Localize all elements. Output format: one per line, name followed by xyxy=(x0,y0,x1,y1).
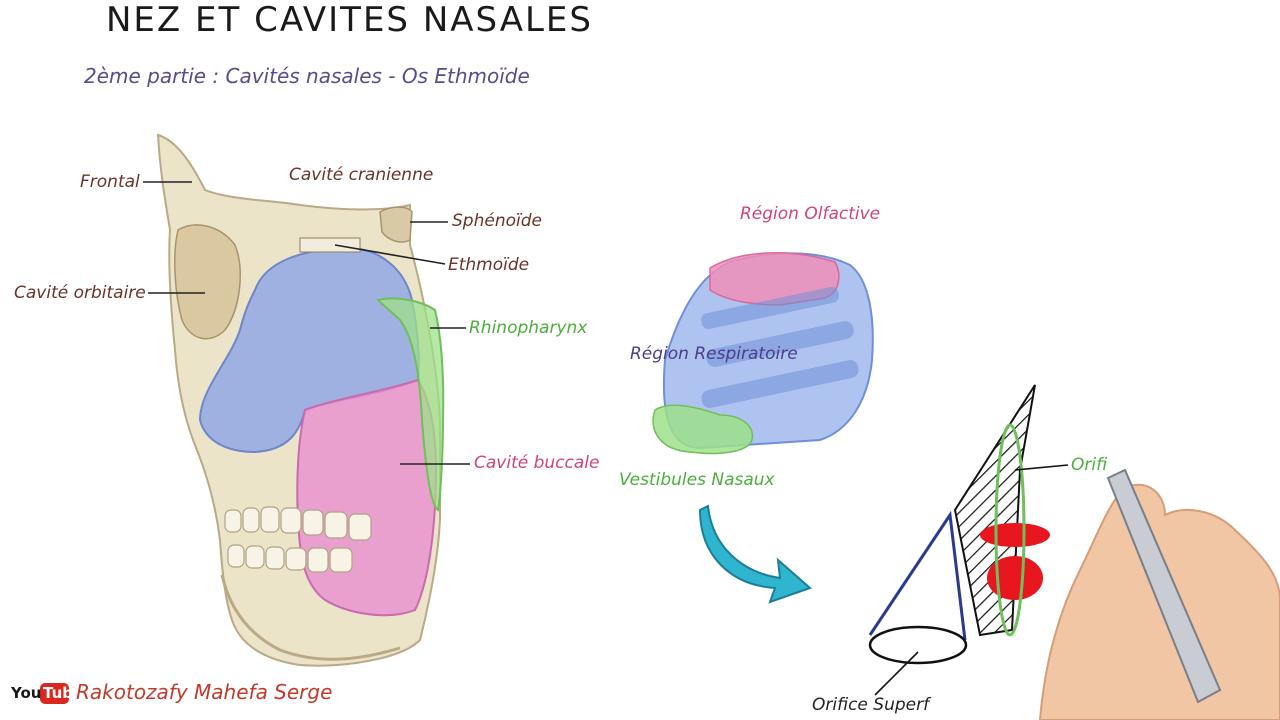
vestibules-region-shape xyxy=(652,404,754,455)
youtube-logo-box xyxy=(40,683,69,704)
ethmoid-plate xyxy=(299,237,361,253)
label-orifi-partial: Orifi xyxy=(1071,455,1108,475)
ethmoide-leader-line xyxy=(334,244,446,265)
label-ethmoide: Ethmoïde xyxy=(448,255,530,275)
jaw-outline xyxy=(220,574,401,661)
label-region-olfactive: Région Olfactive xyxy=(740,204,881,224)
concha-superior-shape xyxy=(701,286,839,330)
youtube-logo-you: You xyxy=(11,684,42,702)
orifi-leader-line xyxy=(1014,464,1069,471)
label-sphenoide: Sphénoïde xyxy=(452,211,542,231)
label-rhinopharynx: Rhinopharynx xyxy=(469,318,588,338)
sphenoid-shape xyxy=(379,206,413,243)
marker-shape xyxy=(1106,468,1222,704)
orifice-superf-ellipse xyxy=(868,625,968,665)
page-title: NEZ ET CAVITES NASALES xyxy=(106,0,593,40)
olfactive-region-shape xyxy=(709,252,840,306)
orifice-superf-leader-line xyxy=(874,651,919,696)
teeth-group xyxy=(224,506,372,573)
orbit-shape xyxy=(174,224,241,340)
red-blob-lower xyxy=(987,556,1043,600)
label-orifice-superf: Orifice Superf xyxy=(812,695,930,715)
page-subtitle: 2ème partie : Cavités nasales - Os Ethmo… xyxy=(84,64,530,88)
label-frontal: Frontal xyxy=(80,172,140,192)
label-region-respiratoire: Région Respiratoire xyxy=(630,344,798,364)
label-cavite-buccale: Cavité buccale xyxy=(474,453,600,473)
youtube-logo-tube: Tube xyxy=(43,684,84,702)
red-blob-upper xyxy=(980,523,1050,547)
label-vestibules-nasaux: Vestibules Nasaux xyxy=(619,470,775,490)
label-cavite-cranienne: Cavité cranienne xyxy=(289,165,434,185)
author-name: Rakotozafy Mahefa Serge xyxy=(76,680,333,704)
cyan-curved-arrow xyxy=(698,504,812,604)
rhinopharynx-shape xyxy=(376,297,445,512)
concha-middle-shape xyxy=(706,321,854,367)
cone-outline xyxy=(868,510,967,641)
green-orifice-ellipse xyxy=(994,423,1026,637)
label-cavite-orbitaire: Cavité orbitaire xyxy=(14,283,146,303)
concha-inferior-shape xyxy=(701,360,859,408)
